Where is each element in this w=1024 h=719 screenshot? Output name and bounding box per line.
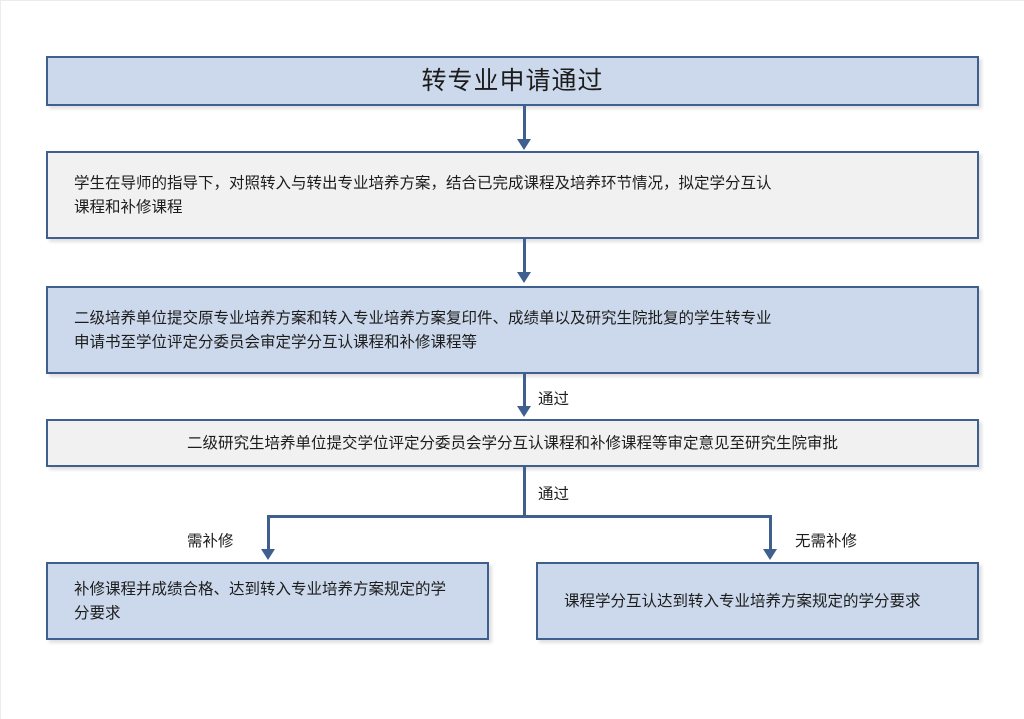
flow-node-exempt-label: 课程学分互认达到转入专业培养方案规定的学分要求 [564, 591, 921, 610]
arrowhead-submit-to-review-icon [517, 406, 531, 417]
arrowhead-branch-left-icon [261, 549, 275, 560]
flow-node-plan[interactable]: 学生在导师的指导下，对照转入与转出专业培养方案，结合已完成课程及培养环节情况，拟… [46, 151, 979, 239]
arrowhead-title-to-plan-icon [517, 139, 531, 150]
connector-branch-bus [267, 515, 772, 518]
connector-submit-to-review [523, 374, 526, 407]
connector-branch-left [267, 515, 270, 550]
flow-node-makeup[interactable]: 补修课程并成绩合格、达到转入专业培养方案规定的学分要求 [46, 562, 489, 640]
connector-review-to-branch [523, 467, 526, 517]
edge-label-pass-2: 通过 [538, 485, 570, 503]
connector-title-to-plan [523, 106, 526, 140]
connector-plan-to-submit [523, 239, 526, 273]
arrowhead-branch-right-icon [763, 549, 777, 560]
edge-label-pass-1: 通过 [538, 390, 570, 408]
flow-node-review[interactable]: 二级研究生培养单位提交学位评定分委员会学分互认课程和补修课程等审定意见至研究生院… [46, 419, 979, 467]
flow-node-plan-label: 学生在导师的指导下，对照转入与转出专业培养方案，结合已完成课程及培养环节情况，拟… [74, 173, 772, 216]
flow-node-submit[interactable]: 二级培养单位提交原专业培养方案和转入专业培养方案复印件、成绩单以及研究生院批复的… [46, 286, 979, 374]
connector-branch-right [769, 515, 772, 550]
edge-label-no-makeup: 无需补修 [795, 532, 858, 550]
flow-node-makeup-label: 补修课程并成绩合格、达到转入专业培养方案规定的学分要求 [74, 579, 447, 622]
arrowhead-plan-to-submit-icon [517, 272, 531, 283]
flow-node-exempt[interactable]: 课程学分互认达到转入专业培养方案规定的学分要求 [536, 562, 979, 640]
flow-node-review-label: 二级研究生培养单位提交学位评定分委员会学分互认课程和补修课程等审定意见至研究生院… [186, 433, 838, 452]
edge-label-need-makeup: 需补修 [187, 532, 234, 550]
flow-node-title[interactable]: 转专业申请通过 [46, 56, 979, 106]
flow-node-title-label: 转专业申请通过 [421, 65, 604, 95]
flow-node-submit-label: 二级培养单位提交原专业培养方案和转入专业培养方案复印件、成绩单以及研究生院批复的… [74, 308, 772, 351]
